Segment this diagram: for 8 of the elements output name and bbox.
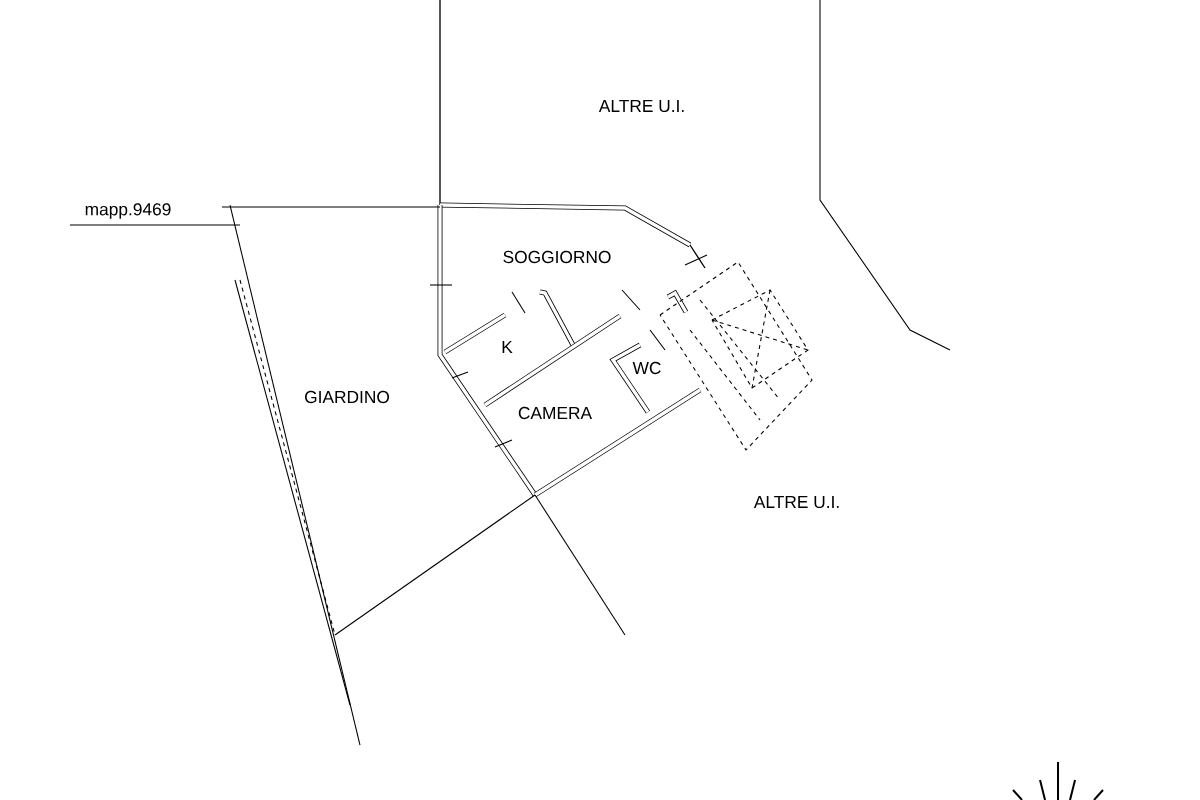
parcel-label: mapp.9469	[85, 203, 171, 219]
room-label: ALTRE U.I.	[753, 495, 839, 509]
room-label: ALTRE U.I.	[598, 99, 684, 113]
room-label: SOGGIORNO	[503, 250, 611, 264]
room-label: GIARDINO	[305, 390, 390, 404]
room-label: WC	[632, 361, 661, 375]
room-label: K	[502, 341, 513, 353]
room-label: CAMERA	[518, 406, 593, 420]
